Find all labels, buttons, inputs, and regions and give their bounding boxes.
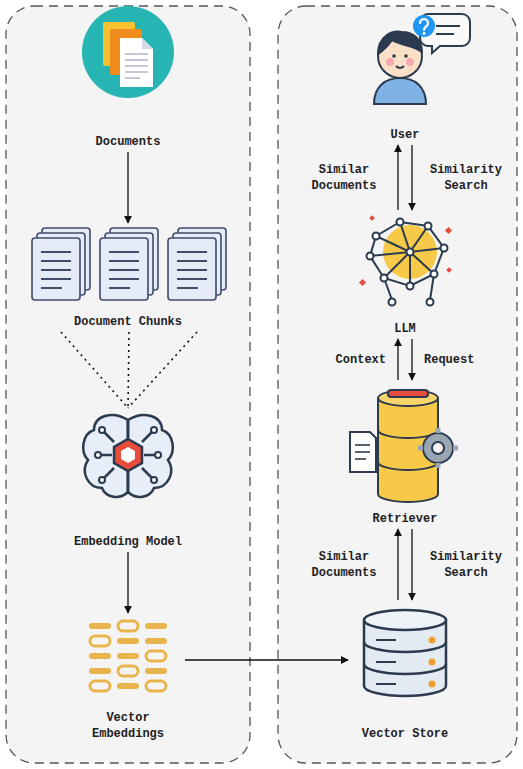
node-label: Documents [73,134,183,150]
left-panel [6,6,250,763]
arrow-connector [397,339,398,380]
node-label: LLM [350,321,460,337]
icon-node: Retriever [350,382,460,527]
arrow-connector [411,145,412,210]
node-label: Vector Store [350,726,460,742]
arrow-connector [411,339,412,380]
edge-label: Similarity Search [422,161,510,195]
vector-embeddings-icon [89,621,167,691]
arrow-connector [127,152,128,223]
edge-label: Request [422,351,476,369]
vector-store-icon [364,610,446,696]
icon-node: LLM [350,212,460,337]
documents-icon [82,6,174,98]
icon-node: Vector Store [350,602,460,742]
arrow-connector [397,529,398,600]
embedding-model-icon [83,415,173,497]
retriever-icon [350,390,458,502]
node-label: Embedding Model [73,534,183,550]
arrow-connector [127,552,128,613]
edge-label: Similar Documents [300,161,388,195]
arrow-connector [397,145,398,210]
node-label: User [350,127,460,143]
edge-label: Similarity Search [422,548,510,582]
icon-node: Document Chunks [28,225,228,330]
node-label: Vector Embeddings [73,710,183,742]
icon-node: Vector Embeddings [73,615,183,742]
dotted-connector [61,332,197,408]
document-chunks-icon [32,228,226,300]
icon-node: User [350,10,460,143]
edge-label: Context [334,351,388,369]
node-label: Document Chunks [28,314,228,330]
node-label: Retriever [350,511,460,527]
icon-node: Documents [73,4,183,150]
arrow-connector [185,659,348,660]
edge-label: Similar Documents [300,548,388,582]
user-icon [374,14,470,104]
llm-icon [359,215,452,305]
right-panel [278,6,517,763]
arrow-connector [411,529,412,600]
icon-node: Embedding Model [73,410,183,550]
